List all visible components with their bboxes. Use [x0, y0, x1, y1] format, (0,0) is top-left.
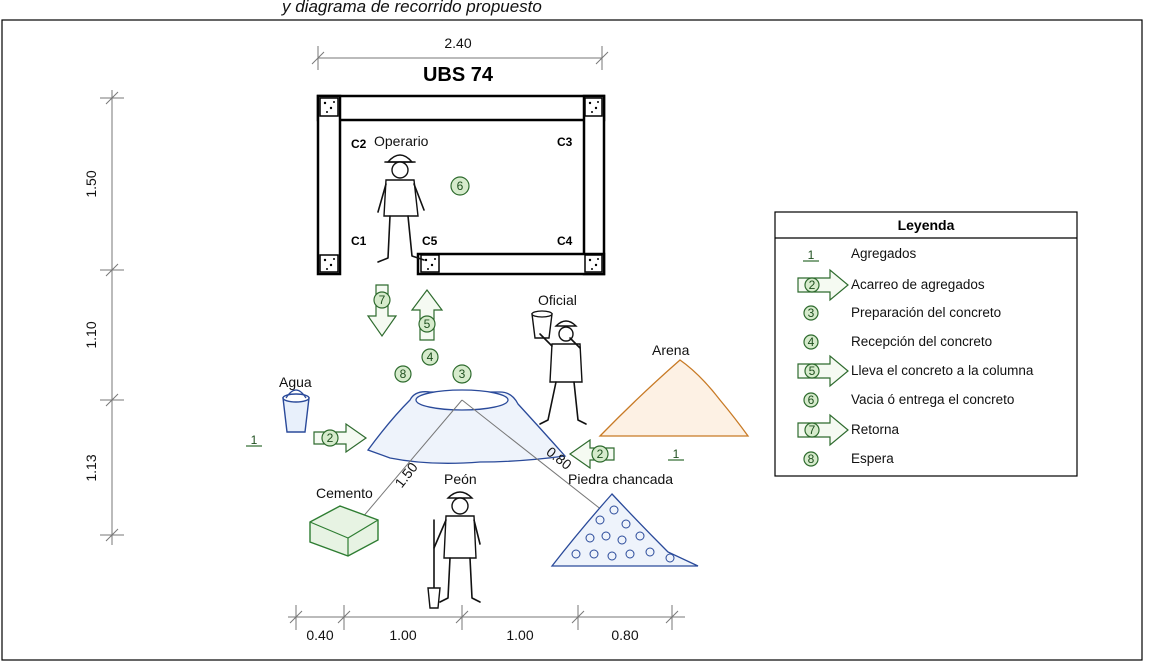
- column-c2: C2: [351, 137, 367, 151]
- label-peon: Peón: [444, 471, 477, 487]
- svg-text:Retorna: Retorna: [851, 422, 900, 437]
- svg-text:2: 2: [809, 278, 816, 292]
- svg-text:2: 2: [327, 431, 334, 445]
- dim-vertical-2: 1.10: [83, 321, 99, 348]
- arrow-7-down: 7: [366, 284, 398, 338]
- marker-1-left: 1: [246, 433, 262, 447]
- svg-text:5: 5: [809, 364, 816, 378]
- svg-text:Agregados: Agregados: [851, 246, 917, 261]
- svg-text:8: 8: [400, 367, 407, 381]
- operario-figure: [377, 154, 425, 263]
- legend: Leyenda 1 Agregados 2 Acarreo de agregad…: [774, 211, 1078, 477]
- arrow-2-left: 2: [313, 422, 368, 454]
- cement-bags: [309, 505, 379, 557]
- svg-text:2: 2: [597, 447, 604, 461]
- marker-6: 6: [450, 176, 470, 196]
- oficial-figure: [531, 310, 587, 425]
- legend-item-6: 6 Vacia ó entrega el concreto: [803, 392, 1014, 408]
- dim-vertical-3: 1.13: [83, 454, 99, 481]
- marker-1-arena: 1: [668, 447, 684, 461]
- svg-text:6: 6: [457, 179, 464, 193]
- stone-pile: [550, 493, 699, 567]
- legend-item-1: 1 Agregados: [803, 246, 917, 262]
- svg-text:7: 7: [379, 293, 386, 307]
- svg-text:Vacia ó entrega el concreto: Vacia ó entrega el concreto: [851, 392, 1014, 407]
- label-oficial: Oficial: [538, 292, 577, 308]
- svg-text:5: 5: [424, 317, 431, 331]
- ubs-walls: [316, 94, 606, 276]
- svg-text:Espera: Espera: [851, 451, 894, 466]
- svg-text:1: 1: [251, 433, 258, 447]
- arrow-5-up: 5: [410, 289, 444, 341]
- legend-title: Leyenda: [898, 217, 955, 233]
- svg-text:4: 4: [808, 335, 815, 349]
- marker-4: 4: [421, 348, 439, 366]
- column-c5: C5: [422, 234, 438, 248]
- mixing-pile: [366, 389, 567, 464]
- svg-text:Acarreo de agregados: Acarreo de agregados: [851, 277, 985, 292]
- marker-8: 8: [394, 365, 412, 383]
- svg-text:1: 1: [673, 447, 680, 461]
- svg-text:4: 4: [427, 350, 434, 364]
- dim-bottom-3: 1.00: [506, 627, 533, 643]
- vertical-dimension-line: [100, 90, 124, 545]
- svg-text:1: 1: [808, 248, 815, 262]
- legend-item-5: 5 Lleva el concreto a la columna: [797, 354, 1034, 388]
- caption-fragment: y diagrama de recorrido propuesto: [281, 0, 542, 16]
- dim-bottom-2: 1.00: [389, 627, 416, 643]
- column-c1: C1: [351, 234, 367, 248]
- figure-frame: [1, 19, 1143, 661]
- bottom-dimension-line: [288, 605, 685, 630]
- svg-text:6: 6: [808, 393, 815, 407]
- column-c3: C3: [557, 135, 573, 149]
- water-bucket: [282, 389, 310, 433]
- legend-item-3: 3 Preparación del concreto: [803, 305, 1001, 321]
- dim-bottom-1: 0.40: [306, 627, 333, 643]
- legend-item-7: 7 Retorna: [797, 413, 900, 447]
- label-piedra: Piedra chancada: [568, 471, 673, 487]
- svg-text:3: 3: [808, 306, 815, 320]
- dim-diagonal-1: 1.50: [391, 459, 421, 490]
- label-operario: Operario: [374, 133, 429, 149]
- marker-3: 3: [452, 364, 472, 384]
- svg-text:Preparación del concreto: Preparación del concreto: [851, 305, 1001, 320]
- peon-figure: [427, 491, 481, 609]
- legend-item-8: 8 Espera: [803, 451, 894, 467]
- legend-item-4: 4 Recepción del concreto: [803, 334, 992, 350]
- svg-text:Lleva el concreto a la columna: Lleva el concreto a la columna: [851, 363, 1034, 378]
- svg-text:8: 8: [808, 452, 815, 466]
- label-agua: Agua: [279, 374, 312, 390]
- arrow-2-right: 2: [568, 438, 615, 470]
- plan-title: UBS 74: [423, 64, 494, 86]
- column-c4: C4: [557, 234, 573, 248]
- label-arena: Arena: [652, 342, 690, 358]
- top-dimension: [311, 46, 609, 70]
- svg-text:Recepción del concreto: Recepción del concreto: [851, 334, 992, 349]
- dim-vertical-1: 1.50: [83, 170, 99, 197]
- svg-text:7: 7: [809, 423, 816, 437]
- dim-width: 2.40: [444, 35, 471, 51]
- dim-bottom-4: 0.80: [611, 627, 638, 643]
- legend-item-2: 2 Acarreo de agregados: [797, 268, 985, 302]
- sand-pile: [598, 359, 750, 437]
- label-cemento: Cemento: [316, 485, 373, 501]
- svg-text:3: 3: [459, 367, 466, 381]
